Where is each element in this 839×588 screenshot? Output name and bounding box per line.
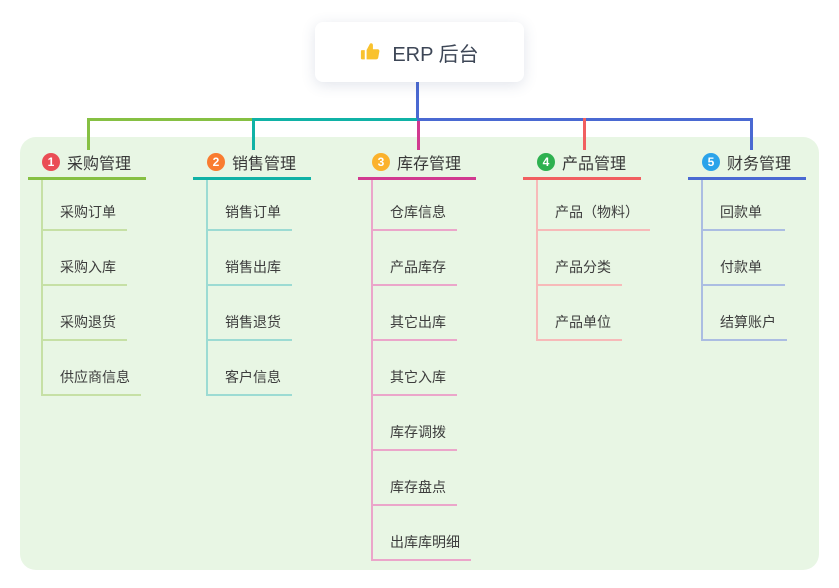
branch-5: 5 财务管理回款单付款单结算账户 <box>688 147 806 341</box>
branch-title: 财务管理 <box>727 156 792 173</box>
node-item[interactable]: 销售退货 <box>208 286 292 341</box>
node-item[interactable]: 其它出库 <box>373 286 457 341</box>
branch-number-badge: 5 <box>702 153 720 171</box>
rail-purchase <box>87 118 253 121</box>
node-item[interactable]: 采购订单 <box>43 180 127 231</box>
node-item-label: 结算账户 <box>720 314 776 330</box>
node-item-label: 出库库明细 <box>390 534 460 550</box>
branch-underline <box>28 177 146 180</box>
node-item[interactable]: 产品单位 <box>538 286 622 341</box>
drop-line-branch-3 <box>417 121 420 150</box>
node-item-label: 供应商信息 <box>60 369 130 385</box>
branch-items: 销售订单销售出库销售退货客户信息 <box>206 180 311 396</box>
branch-header-5[interactable]: 5 财务管理 <box>688 147 806 177</box>
node-item[interactable]: 采购退货 <box>43 286 127 341</box>
branch-title: 产品管理 <box>562 156 627 173</box>
node-item[interactable]: 出库库明细 <box>373 506 471 561</box>
branch-header-2[interactable]: 2 销售管理 <box>193 147 311 177</box>
node-item[interactable]: 客户信息 <box>208 341 292 396</box>
branch-header-4[interactable]: 4 产品管理 <box>523 147 650 177</box>
drop-line-branch-5 <box>750 118 753 150</box>
branch-title: 库存管理 <box>397 156 462 173</box>
node-item[interactable]: 其它入库 <box>373 341 457 396</box>
branch-header-1[interactable]: 1 采购管理 <box>28 147 146 177</box>
node-item[interactable]: 产品（物料） <box>538 180 650 231</box>
node-item-label: 采购入库 <box>60 259 116 275</box>
branch-title: 销售管理 <box>232 156 297 173</box>
root-trunk-line <box>416 82 419 121</box>
node-item[interactable]: 库存盘点 <box>373 451 457 506</box>
drop-line-branch-4 <box>583 118 586 150</box>
node-item[interactable]: 付款单 <box>703 231 785 286</box>
node-item-label: 其它出库 <box>390 314 446 330</box>
branch-items: 产品（物料） 产品分类产品单位 <box>536 180 650 341</box>
branch-number-badge: 1 <box>42 153 60 171</box>
branch-4: 4 产品管理产品（物料） 产品分类产品单位 <box>523 147 650 341</box>
node-item-label: 付款单 <box>720 259 762 275</box>
node-item[interactable]: 仓库信息 <box>373 180 457 231</box>
branch-items: 仓库信息产品库存其它出库其它入库库存调拨库存盘点出库库明细 <box>371 180 476 561</box>
node-item-label: 采购退货 <box>60 314 116 330</box>
node-item[interactable]: 产品库存 <box>373 231 457 286</box>
node-item-label: 产品库存 <box>390 259 446 275</box>
drop-line-branch-1 <box>87 118 90 150</box>
branch-2: 2 销售管理销售订单销售出库销售退货客户信息 <box>193 147 311 396</box>
node-item[interactable]: 供应商信息 <box>43 341 141 396</box>
root-title: ERP 后台 <box>392 43 479 66</box>
node-item-label: 其它入库 <box>390 369 446 385</box>
node-item-label: 库存调拨 <box>390 424 446 440</box>
node-item-label: 客户信息 <box>225 369 281 385</box>
node-item[interactable]: 产品分类 <box>538 231 622 286</box>
branch-title: 采购管理 <box>67 156 132 173</box>
node-item[interactable]: 采购入库 <box>43 231 127 286</box>
branch-underline <box>523 177 641 180</box>
branch-1: 1 采购管理采购订单采购入库采购退货供应商信息 <box>28 147 146 396</box>
node-item-label: 回款单 <box>720 204 762 220</box>
node-item[interactable]: 结算账户 <box>703 286 787 341</box>
branches-panel <box>20 137 819 570</box>
node-item-label: 销售订单 <box>225 204 281 220</box>
node-item[interactable]: 回款单 <box>703 180 785 231</box>
branch-underline <box>688 177 806 180</box>
root-node-erp[interactable]: ERP 后台 <box>315 22 524 82</box>
branch-underline <box>193 177 311 180</box>
branch-header-3[interactable]: 3 库存管理 <box>358 147 476 177</box>
node-item[interactable]: 销售出库 <box>208 231 292 286</box>
node-item-label: 产品分类 <box>555 259 611 275</box>
node-item[interactable]: 销售订单 <box>208 180 292 231</box>
node-item-label: 仓库信息 <box>390 204 446 220</box>
branch-number-badge: 4 <box>537 153 555 171</box>
node-item-label: 产品（物料） <box>555 204 639 220</box>
node-item-label: 采购订单 <box>60 204 116 220</box>
branch-number-badge: 2 <box>207 153 225 171</box>
branch-3: 3 库存管理仓库信息产品库存其它出库其它入库库存调拨库存盘点出库库明细 <box>358 147 476 561</box>
branch-underline <box>358 177 476 180</box>
node-item-label: 销售退货 <box>225 314 281 330</box>
thumbs-up-icon <box>360 41 382 63</box>
branch-items: 回款单付款单结算账户 <box>701 180 806 341</box>
branch-number-badge: 3 <box>372 153 390 171</box>
branch-items: 采购订单采购入库采购退货供应商信息 <box>41 180 146 396</box>
rail-sales <box>252 118 418 121</box>
node-item-label: 库存盘点 <box>390 479 446 495</box>
node-item-label: 销售出库 <box>225 259 281 275</box>
node-item-label: 产品单位 <box>555 314 611 330</box>
node-item[interactable]: 库存调拨 <box>373 396 457 451</box>
drop-line-branch-2 <box>252 118 255 150</box>
